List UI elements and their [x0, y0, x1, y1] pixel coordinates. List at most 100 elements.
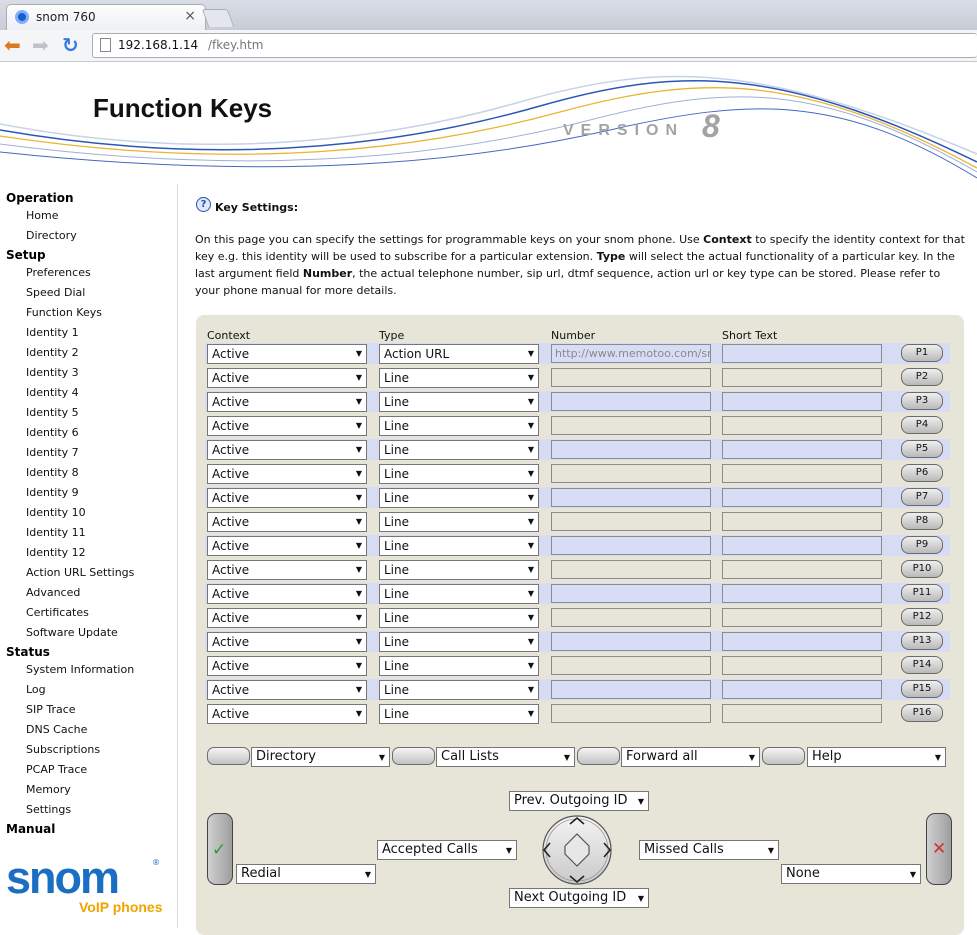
short-text-input[interactable]	[722, 416, 882, 435]
sidebar-item-identity-11[interactable]: Identity 11	[26, 526, 86, 539]
sidebar-item-directory[interactable]: Directory	[26, 229, 77, 242]
short-text-input[interactable]	[722, 536, 882, 555]
context-select[interactable]: Active	[207, 632, 367, 652]
number-input[interactable]	[551, 488, 711, 507]
keypad-right-select[interactable]: Missed Calls	[639, 840, 779, 860]
sidebar-item-identity-4[interactable]: Identity 4	[26, 386, 79, 399]
green-key-select[interactable]: Redial	[236, 864, 376, 884]
type-select[interactable]: Line	[379, 488, 539, 508]
sidebar-section-manual[interactable]: Manual	[6, 822, 56, 836]
reload-icon[interactable]: ↻	[62, 33, 79, 57]
sidebar-item-identity-5[interactable]: Identity 5	[26, 406, 79, 419]
key-button-p6[interactable]: P6	[901, 464, 943, 482]
softkey-3-button[interactable]	[577, 747, 620, 765]
softkey-4-select[interactable]: Help	[807, 747, 946, 767]
key-button-p4[interactable]: P4	[901, 416, 943, 434]
sidebar-item-identity-8[interactable]: Identity 8	[26, 466, 79, 479]
sidebar-item-sip-trace[interactable]: SIP Trace	[26, 703, 76, 716]
number-input[interactable]	[551, 584, 711, 603]
short-text-input[interactable]	[722, 512, 882, 531]
number-input[interactable]	[551, 416, 711, 435]
context-select[interactable]: Active	[207, 608, 367, 628]
type-select[interactable]: Line	[379, 632, 539, 652]
short-text-input[interactable]	[722, 632, 882, 651]
short-text-input[interactable]	[722, 488, 882, 507]
type-select[interactable]: Line	[379, 512, 539, 532]
context-select[interactable]: Active	[207, 656, 367, 676]
type-select[interactable]: Line	[379, 440, 539, 460]
short-text-input[interactable]	[722, 656, 882, 675]
key-button-p12[interactable]: P12	[901, 608, 943, 626]
key-button-p13[interactable]: P13	[901, 632, 943, 650]
sidebar-item-system-information[interactable]: System Information	[26, 663, 135, 676]
number-input[interactable]	[551, 440, 711, 459]
context-select[interactable]: Active	[207, 368, 367, 388]
context-select[interactable]: Active	[207, 416, 367, 436]
key-button-p3[interactable]: P3	[901, 392, 943, 410]
number-input[interactable]: http://www.memotoo.com/sn	[551, 344, 711, 363]
key-button-p7[interactable]: P7	[901, 488, 943, 506]
context-select[interactable]: Active	[207, 536, 367, 556]
number-input[interactable]	[551, 368, 711, 387]
keypad-down-select[interactable]: Next Outgoing ID	[509, 888, 649, 908]
sidebar-item-advanced[interactable]: Advanced	[26, 586, 81, 599]
number-input[interactable]	[551, 704, 711, 723]
number-input[interactable]	[551, 392, 711, 411]
sidebar-item-speed-dial[interactable]: Speed Dial	[26, 286, 86, 299]
sidebar-item-log[interactable]: Log	[26, 683, 46, 696]
softkey-4-button[interactable]	[762, 747, 805, 765]
short-text-input[interactable]	[722, 680, 882, 699]
type-select[interactable]: Line	[379, 680, 539, 700]
sidebar-item-settings[interactable]: Settings	[26, 803, 72, 816]
sidebar-item-action-url-settings[interactable]: Action URL Settings	[26, 566, 135, 579]
key-button-p2[interactable]: P2	[901, 368, 943, 386]
sidebar-item-memory[interactable]: Memory	[26, 783, 71, 796]
help-icon[interactable]: ?	[196, 197, 211, 212]
short-text-input[interactable]	[722, 608, 882, 627]
short-text-input[interactable]	[722, 440, 882, 459]
key-button-p15[interactable]: P15	[901, 680, 943, 698]
type-select[interactable]: Line	[379, 584, 539, 604]
sidebar-item-identity-1[interactable]: Identity 1	[26, 326, 79, 339]
sidebar-item-dns-cache[interactable]: DNS Cache	[26, 723, 88, 736]
number-input[interactable]	[551, 656, 711, 675]
sidebar-item-pcap-trace[interactable]: PCAP Trace	[26, 763, 88, 776]
sidebar-section-operation[interactable]: Operation	[6, 191, 74, 205]
number-input[interactable]	[551, 608, 711, 627]
type-select[interactable]: Action URL	[379, 344, 539, 364]
context-select[interactable]: Active	[207, 584, 367, 604]
type-select[interactable]: Line	[379, 464, 539, 484]
short-text-input[interactable]	[722, 704, 882, 723]
sidebar-item-identity-10[interactable]: Identity 10	[26, 506, 86, 519]
type-select[interactable]: Line	[379, 416, 539, 436]
number-input[interactable]	[551, 680, 711, 699]
key-button-p1[interactable]: P1	[901, 344, 943, 362]
softkey-1-select[interactable]: Directory	[251, 747, 390, 767]
number-input[interactable]	[551, 560, 711, 579]
sidebar-item-identity-2[interactable]: Identity 2	[26, 346, 79, 359]
green-call-key[interactable]: ✓	[207, 813, 233, 885]
context-select[interactable]: Active	[207, 512, 367, 532]
context-select[interactable]: Active	[207, 488, 367, 508]
new-tab-button[interactable]	[201, 9, 235, 27]
forward-arrow-icon[interactable]: ➡	[32, 33, 49, 57]
type-select[interactable]: Line	[379, 560, 539, 580]
softkey-2-button[interactable]	[392, 747, 435, 765]
sidebar-section-setup[interactable]: Setup	[6, 248, 46, 262]
short-text-input[interactable]	[722, 560, 882, 579]
sidebar-item-identity-12[interactable]: Identity 12	[26, 546, 86, 559]
sidebar-item-function-keys[interactable]: Function Keys	[26, 306, 102, 319]
number-input[interactable]	[551, 536, 711, 555]
short-text-input[interactable]	[722, 344, 882, 363]
context-select[interactable]: Active	[207, 560, 367, 580]
sidebar-item-identity-9[interactable]: Identity 9	[26, 486, 79, 499]
key-button-p16[interactable]: P16	[901, 704, 943, 722]
key-button-p11[interactable]: P11	[901, 584, 943, 602]
key-button-p8[interactable]: P8	[901, 512, 943, 530]
type-select[interactable]: Line	[379, 608, 539, 628]
sidebar-item-subscriptions[interactable]: Subscriptions	[26, 743, 101, 756]
number-input[interactable]	[551, 464, 711, 483]
sidebar-item-identity-6[interactable]: Identity 6	[26, 426, 79, 439]
type-select[interactable]: Line	[379, 704, 539, 724]
softkey-3-select[interactable]: Forward all	[621, 747, 760, 767]
